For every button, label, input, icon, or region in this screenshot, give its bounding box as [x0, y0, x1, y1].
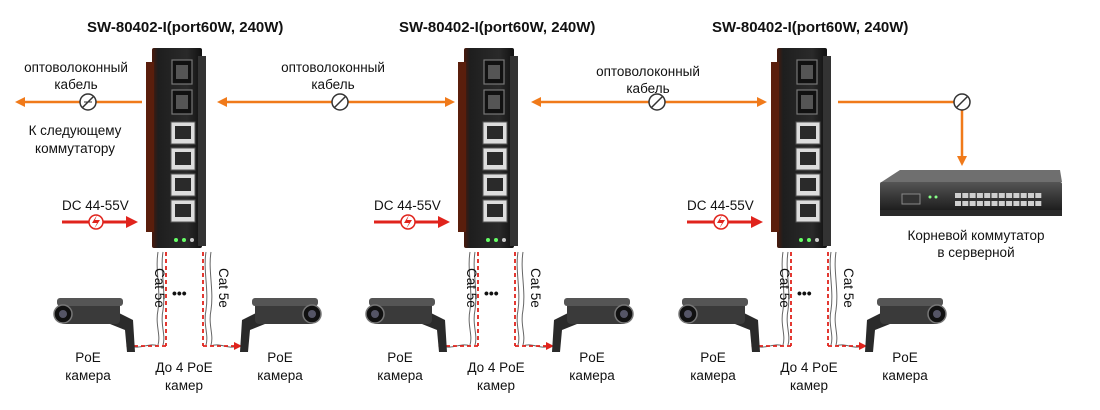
- next-switch-label-1: К следующему: [29, 123, 122, 138]
- poe-camera-right-icon: [552, 298, 634, 352]
- power-bolt-icon: [400, 214, 416, 230]
- industrial-switch: [146, 48, 206, 248]
- link-root-switch: [838, 93, 971, 166]
- fiber-label-left-1: оптоволоконный: [24, 60, 128, 75]
- power-bolt-icon: [713, 214, 729, 230]
- camera-right-label-1: PoE: [579, 350, 605, 365]
- camera-left-label-1: PoE: [75, 350, 101, 365]
- poe-camera-left-icon: [53, 298, 135, 352]
- fiber-connector-icon: [648, 93, 666, 111]
- camera-right-label-2: камера: [257, 368, 303, 383]
- cable-label-right: Cat 5e: [841, 268, 856, 308]
- power-label: DC 44-55V: [62, 198, 129, 213]
- switch-model-title: SW-80402-I(port60W, 240W): [399, 19, 595, 36]
- fiber-connector-icon: [79, 93, 97, 111]
- more-cameras-dots: •••: [797, 285, 812, 301]
- poe-note-1: До 4 PoE: [467, 360, 524, 375]
- camera-left-label-2: камера: [377, 368, 423, 383]
- poe-camera-right-icon: [240, 298, 322, 352]
- fiber-link-2-3: оптоволоконный кабель: [531, 64, 767, 111]
- fiber-label-left-2: кабель: [54, 77, 97, 92]
- root-switch: Корневой коммутатор в серверной: [880, 170, 1062, 260]
- poe-note-2: камер: [790, 378, 828, 393]
- switch-unit-2: SW-80402-I(port60W, 240W) DC 44-55V Cat 5e…: [365, 19, 634, 393]
- cable-label-right: Cat 5e: [216, 268, 231, 308]
- cable-label-left: Cat 5e: [464, 268, 479, 308]
- more-cameras-dots: •••: [484, 285, 499, 301]
- camera-left-label-2: камера: [690, 368, 736, 383]
- root-switch-ports: [901, 193, 1042, 206]
- switch-unit-3: SW-80402-I(port60W, 240W) DC 44-55V Cat 5e…: [678, 19, 947, 393]
- camera-left-label-1: PoE: [700, 350, 726, 365]
- power-bolt-icon: [88, 214, 104, 230]
- ethernet-cables: [126, 251, 242, 350]
- fiber-connector-icon: [953, 93, 971, 111]
- industrial-switch: [771, 48, 831, 248]
- poe-note-1: До 4 PoE: [155, 360, 212, 375]
- root-switch-label-1: Корневой коммутатор: [908, 228, 1045, 243]
- poe-note-1: До 4 PoE: [780, 360, 837, 375]
- camera-right-label-1: PoE: [892, 350, 918, 365]
- fiber-link-1-2: оптоволоконный кабель: [217, 60, 455, 111]
- camera-left-label-1: PoE: [387, 350, 413, 365]
- poe-note-2: камер: [477, 378, 515, 393]
- ethernet-cables: [438, 251, 554, 350]
- camera-right-label-1: PoE: [267, 350, 293, 365]
- poe-note-2: камер: [165, 378, 203, 393]
- camera-right-label-2: камера: [569, 368, 615, 383]
- fiber-label-1: оптоволоконный: [281, 60, 385, 75]
- fiber-connector-icon: [331, 93, 349, 111]
- industrial-switch: [458, 48, 518, 248]
- camera-left-label-2: камера: [65, 368, 111, 383]
- poe-camera-left-icon: [365, 298, 447, 352]
- cable-label-left: Cat 5e: [777, 268, 792, 308]
- switch-unit-1: SW-80402-I(port60W, 240W) DC 44-55V Cat 5e…: [53, 19, 322, 393]
- power-label: DC 44-55V: [687, 198, 754, 213]
- switch-model-title: SW-80402-I(port60W, 240W): [712, 19, 908, 36]
- link-next-switch: оптоволоконный кабель К следующему комму…: [15, 60, 142, 156]
- more-cameras-dots: •••: [172, 285, 187, 301]
- poe-camera-right-icon: [865, 298, 947, 352]
- power-label: DC 44-55V: [374, 198, 441, 213]
- cable-label-left: Cat 5e: [152, 268, 167, 308]
- fiber-label-2: кабель: [626, 81, 669, 96]
- fiber-label-2: кабель: [311, 77, 354, 92]
- fiber-label-1: оптоволоконный: [596, 64, 700, 79]
- cable-label-right: Cat 5e: [528, 268, 543, 308]
- switch-model-title: SW-80402-I(port60W, 240W): [87, 19, 283, 36]
- poe-camera-left-icon: [678, 298, 760, 352]
- camera-right-label-2: камера: [882, 368, 928, 383]
- next-switch-label-2: коммутатору: [35, 141, 115, 156]
- root-switch-label-2: в серверной: [937, 245, 1014, 260]
